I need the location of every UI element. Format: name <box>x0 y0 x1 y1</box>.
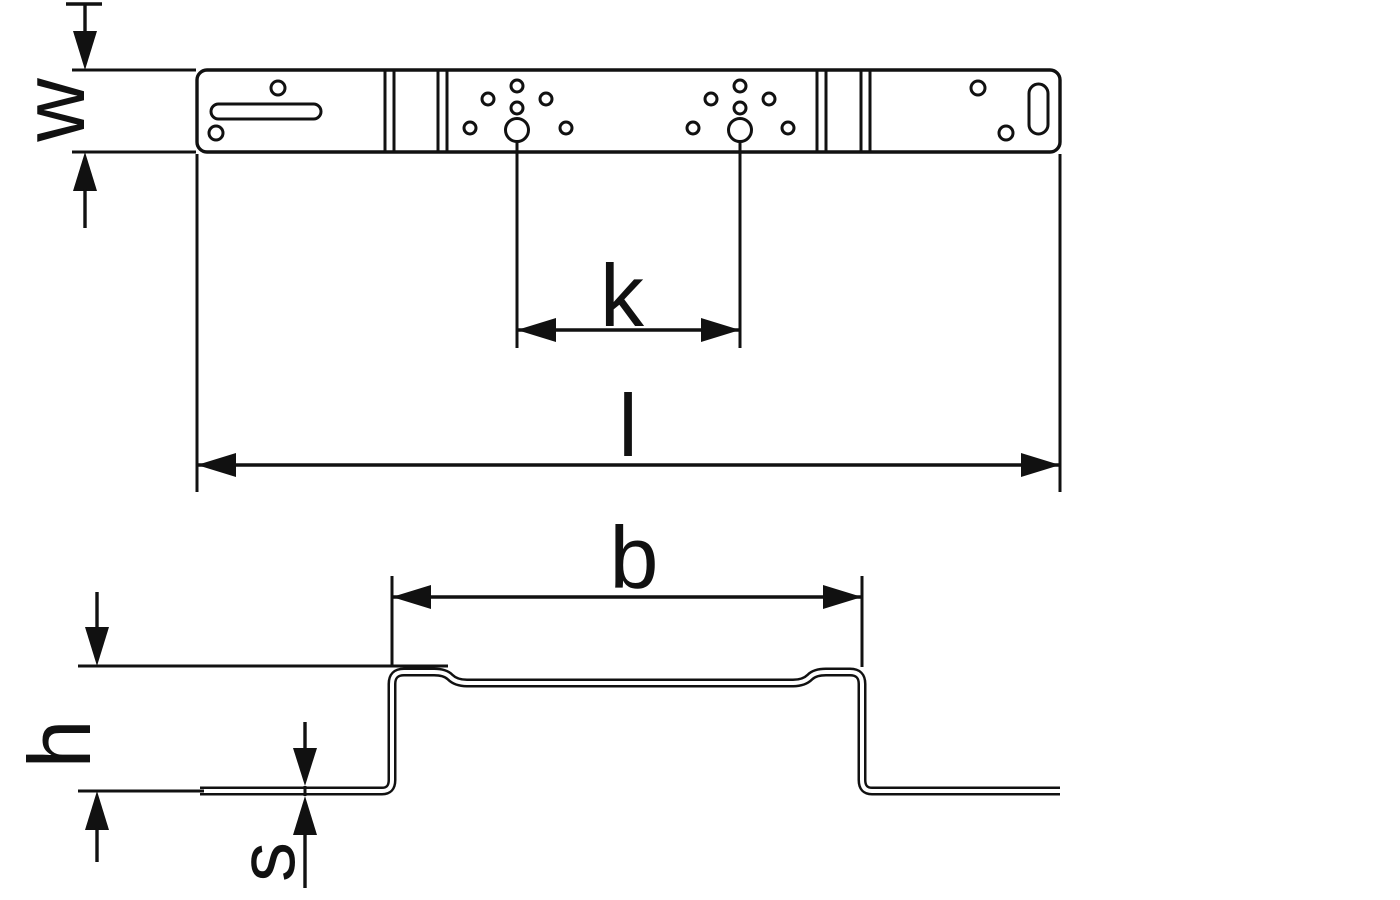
arrowhead-left <box>197 453 236 477</box>
label-w: w <box>4 78 103 143</box>
hole-small <box>558 120 574 136</box>
hole-small <box>509 100 525 116</box>
dimension-s: s <box>222 722 317 888</box>
hole-small <box>732 100 748 116</box>
label-k: k <box>600 246 645 345</box>
hole-small <box>269 79 287 97</box>
arrowhead-right <box>823 585 862 609</box>
hole-cluster-left <box>462 78 574 143</box>
arrowhead-up <box>293 796 317 835</box>
arrowhead-up <box>73 152 97 191</box>
arrowhead-left <box>517 318 556 342</box>
plate-outline <box>195 68 1062 154</box>
dimension-k: k <box>515 141 742 348</box>
label-b: b <box>610 508 659 607</box>
label-s: s <box>222 842 311 882</box>
dimension-l: l <box>195 154 1062 492</box>
hole-small <box>997 124 1015 142</box>
dimension-w: w <box>4 2 196 228</box>
hole-small <box>207 124 225 142</box>
slot-horizontal <box>209 102 323 121</box>
hole-small <box>703 91 719 107</box>
profile-sheet-inner <box>200 670 1060 793</box>
slot-vertical <box>1027 82 1050 136</box>
plate-top-view <box>195 68 1062 154</box>
hole-small <box>685 120 701 136</box>
hole-small <box>538 91 554 107</box>
hole-small <box>761 91 777 107</box>
hole-small <box>462 120 478 136</box>
hole-small <box>969 79 987 97</box>
hole-cluster-right <box>685 78 796 143</box>
hole-small <box>780 120 796 136</box>
arrowhead-left <box>392 585 431 609</box>
bend-lines-left <box>383 71 449 151</box>
dimension-h: h <box>10 592 448 862</box>
arrowhead-right <box>701 318 740 342</box>
profile-sheet-outer <box>200 667 1060 796</box>
hole-large <box>504 117 530 143</box>
arrowhead-right <box>1021 453 1060 477</box>
hole-large <box>727 117 753 143</box>
arrowhead-down <box>85 627 109 666</box>
bend-lines-right <box>815 71 872 151</box>
profile-cross-section <box>200 667 1060 796</box>
label-h: h <box>10 720 109 769</box>
dimension-b: b <box>390 508 864 667</box>
hole-small <box>480 91 496 107</box>
label-l: l <box>618 376 638 475</box>
arrowhead-down <box>73 31 97 70</box>
arrowhead-up <box>85 791 109 830</box>
hole-small <box>732 78 748 94</box>
hole-small <box>509 78 525 94</box>
arrowhead-down <box>293 748 317 786</box>
